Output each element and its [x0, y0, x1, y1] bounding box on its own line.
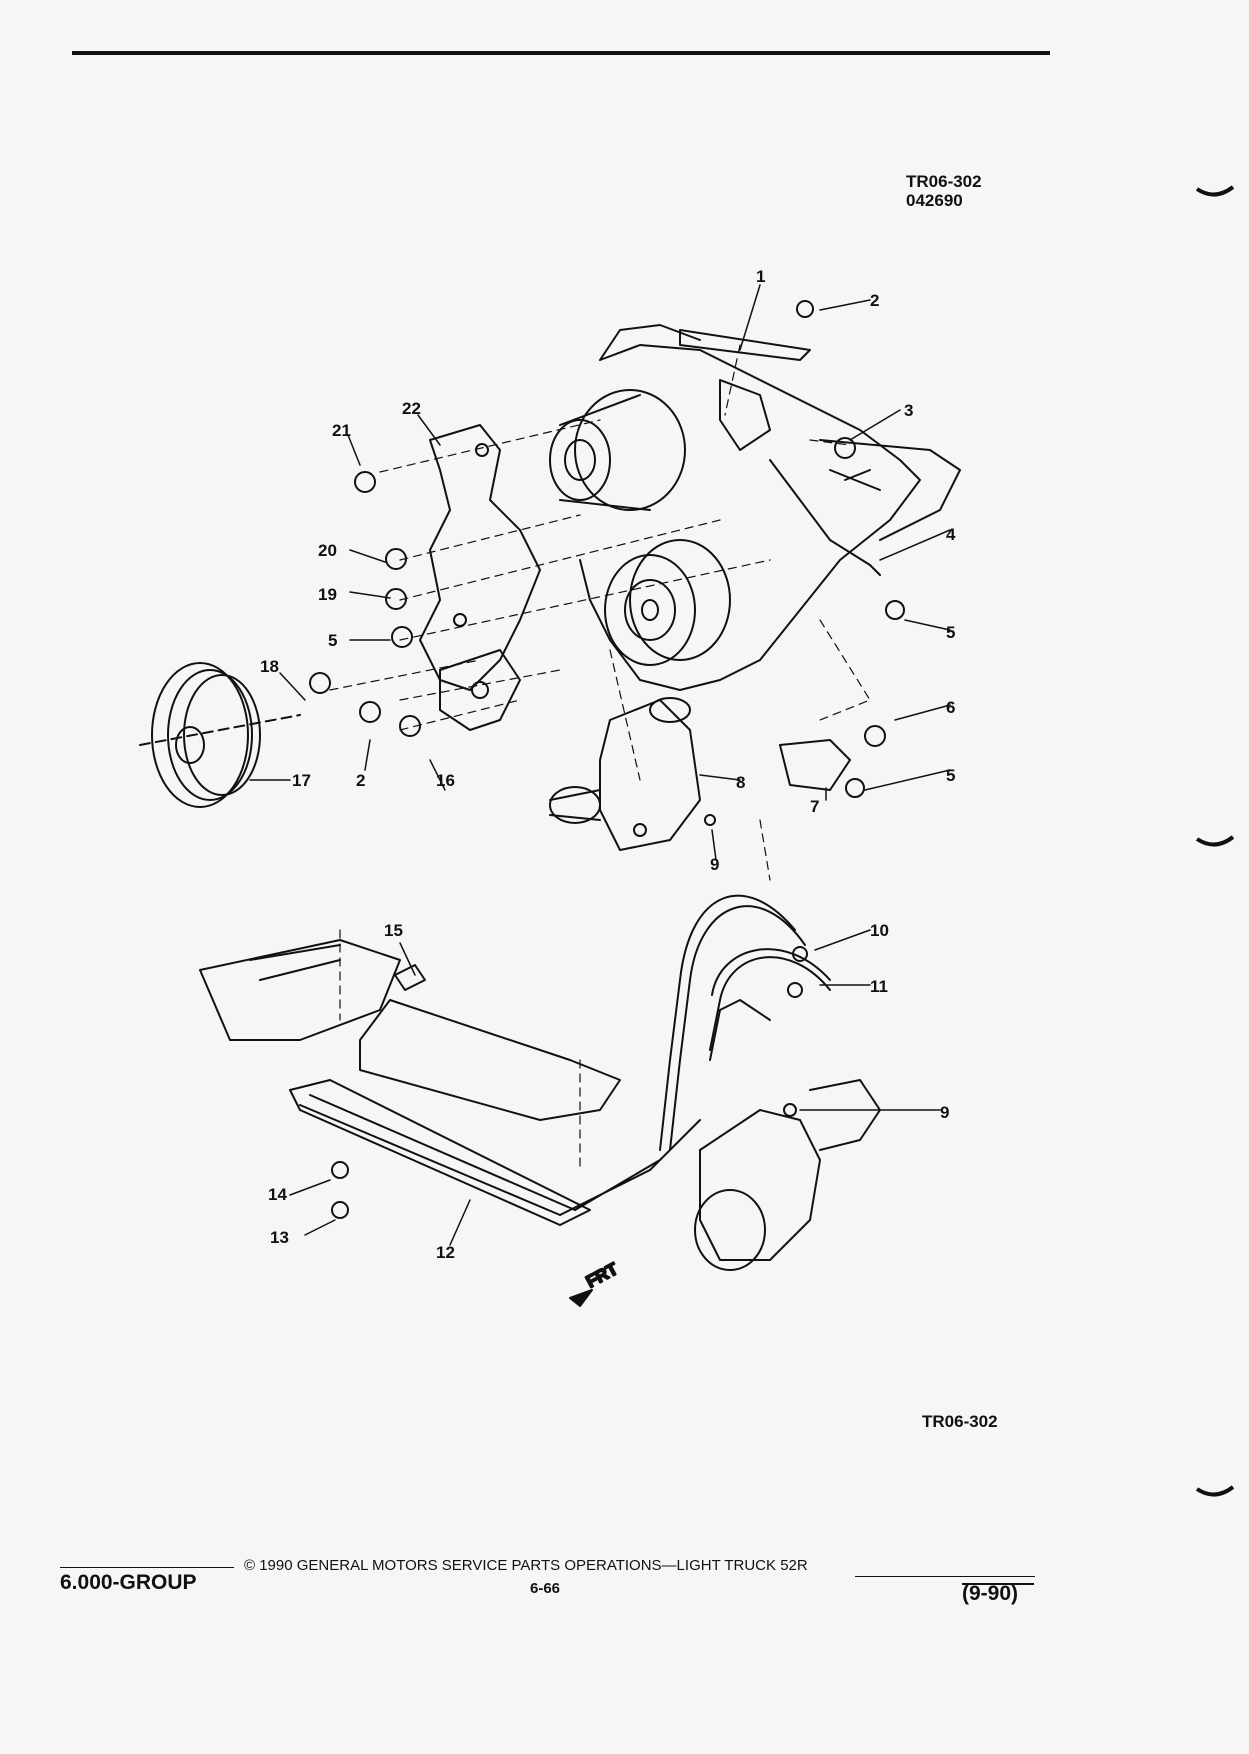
callout-12: 12	[436, 1243, 455, 1262]
callout-17: 17	[292, 771, 311, 790]
footer-date-rule	[962, 1583, 1034, 1585]
callout-2: 2	[870, 291, 879, 310]
binder-mark-icon	[1195, 1485, 1235, 1497]
callout-14: 14	[268, 1185, 287, 1204]
footer-group: 6.000-GROUP	[60, 1571, 197, 1594]
brace-4	[769, 459, 881, 576]
callout-21: 21	[332, 421, 351, 440]
crank-pulley	[604, 539, 731, 666]
callout-labels: 1 2 3 4 5 5 5 6 7 8 9 9 10 11 12 13 14 1…	[260, 267, 956, 1262]
callout-11: 11	[870, 977, 888, 996]
callout-3: 3	[904, 401, 913, 420]
steering-gear	[694, 1079, 881, 1271]
front-direction-arrow-icon	[569, 1289, 593, 1307]
callout-16: 16	[436, 771, 455, 790]
callout-18: 18	[260, 657, 279, 676]
callout-20: 20	[318, 541, 337, 560]
callout-2-lower: 2	[356, 771, 365, 790]
callout-13: 13	[270, 1228, 289, 1247]
callout-15: 15	[384, 921, 403, 940]
footer-page-number: 6-66	[530, 1580, 561, 1597]
pulley-17	[139, 662, 301, 808]
pump-bracket	[439, 649, 521, 731]
brace-1	[679, 329, 811, 361]
oil-cooler-12	[289, 999, 701, 1226]
top-rule	[72, 51, 1050, 55]
alternator	[549, 389, 686, 511]
power-steering-pump	[549, 697, 701, 851]
footer-left-rule	[60, 1567, 234, 1568]
callout-19: 19	[318, 585, 337, 604]
callout-4: 4	[946, 525, 956, 544]
callout-1: 1	[756, 267, 765, 286]
leader-lines	[249, 284, 951, 1246]
callout-5-upper: 5	[946, 623, 955, 642]
bracket-7	[779, 739, 851, 791]
figure-code-top: TR06-302	[906, 172, 982, 191]
binder-mark-icon	[1195, 185, 1235, 197]
bracket-22	[419, 424, 541, 691]
callout-7: 7	[810, 797, 819, 816]
footer-right-rule	[855, 1576, 1035, 1577]
callout-5-left: 5	[328, 631, 337, 650]
callout-9-lower: 9	[940, 1103, 949, 1122]
figure-code-bottom: TR06-302	[922, 1412, 998, 1431]
fasteners	[309, 300, 905, 1219]
callout-9-upper: 9	[710, 855, 719, 874]
callout-22: 22	[402, 399, 421, 418]
callout-5-lower: 5	[946, 766, 955, 785]
frame-rail	[199, 939, 401, 1041]
footer-copyright: © 1990 GENERAL MOTORS SERVICE PARTS OPER…	[244, 1557, 808, 1574]
figure-code-block: TR06-302 042690	[906, 172, 982, 210]
binder-mark-icon	[1195, 835, 1235, 847]
hoses	[659, 894, 831, 1151]
callout-6: 6	[946, 698, 955, 717]
front-direction-label: FRT	[583, 1259, 622, 1292]
footer-date: (9-90)	[962, 1582, 1019, 1605]
callout-8: 8	[736, 773, 745, 792]
figure-date-code: 042690	[906, 191, 963, 210]
callout-10: 10	[870, 921, 889, 940]
